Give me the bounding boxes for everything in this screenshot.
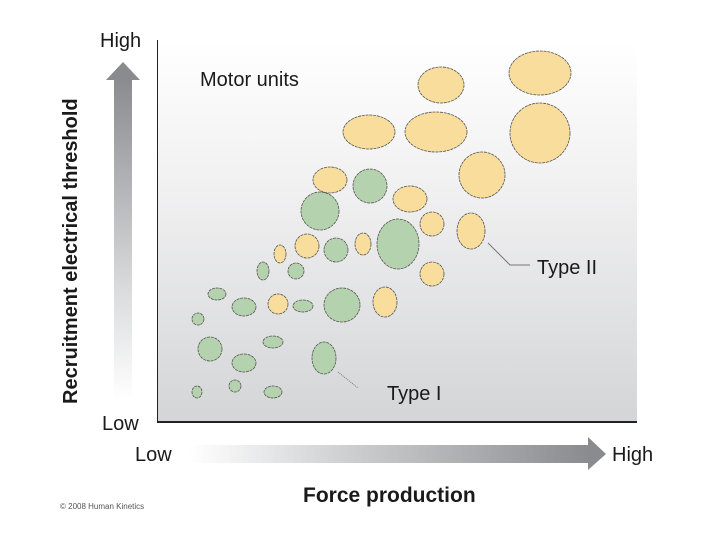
type-i-motor-unit bbox=[231, 297, 257, 317]
copyright-text: © 2008 Human Kinetics bbox=[60, 502, 145, 511]
type-i-motor-unit bbox=[311, 341, 337, 375]
type-i-motor-unit bbox=[352, 168, 388, 204]
x-axis-arrow-icon bbox=[190, 437, 606, 470]
type-ii-motor-unit bbox=[509, 102, 571, 164]
type-i-motor-unit bbox=[191, 385, 203, 399]
y-high-label: High bbox=[100, 30, 142, 52]
type-ii-motor-unit bbox=[342, 114, 396, 150]
type-ii-motor-unit bbox=[294, 233, 320, 259]
type-ii-motor-unit bbox=[354, 232, 372, 256]
type-ii-leader-line bbox=[487, 242, 530, 266]
motor-unit-ellipses bbox=[191, 50, 572, 399]
type-ii-motor-unit bbox=[404, 111, 468, 153]
motor-units-label: Motor units bbox=[200, 69, 299, 91]
type-i-motor-unit bbox=[263, 385, 283, 399]
type-i-leader-line bbox=[337, 371, 359, 389]
type-ii-label: Type II bbox=[537, 257, 598, 279]
type-i-motor-unit bbox=[197, 336, 223, 362]
type-ii-motor-unit bbox=[267, 293, 289, 315]
type-ii-motor-unit bbox=[508, 50, 572, 96]
type-i-motor-unit bbox=[287, 262, 305, 280]
y-axis-title: Recruitment electrical threshold bbox=[60, 98, 82, 404]
y-low-label: Low bbox=[102, 413, 139, 435]
type-ii-motor-unit bbox=[419, 261, 445, 287]
type-i-motor-unit bbox=[207, 287, 227, 301]
y-axis-arrow-icon bbox=[106, 62, 140, 400]
type-i-motor-unit bbox=[323, 237, 349, 263]
type-i-motor-unit bbox=[300, 191, 340, 231]
type-ii-motor-unit bbox=[419, 211, 445, 237]
type-ii-motor-unit bbox=[312, 166, 348, 194]
type-ii-motor-unit bbox=[417, 66, 465, 104]
type-i-motor-unit bbox=[191, 312, 205, 326]
type-i-motor-unit bbox=[262, 335, 284, 349]
type-ii-motor-unit bbox=[372, 286, 398, 318]
x-low-label: Low bbox=[135, 444, 172, 466]
type-i-motor-unit bbox=[292, 299, 314, 313]
type-ii-motor-unit bbox=[273, 244, 287, 264]
type-ii-motor-unit bbox=[392, 185, 428, 213]
type-ii-motor-unit bbox=[458, 151, 506, 199]
type-i-motor-unit bbox=[323, 287, 361, 323]
type-i-motor-unit bbox=[228, 379, 242, 393]
type-i-motor-unit bbox=[376, 218, 420, 270]
x-axis-title: Force production bbox=[303, 484, 476, 507]
x-high-label: High bbox=[612, 444, 654, 466]
type-i-label: Type I bbox=[387, 383, 442, 405]
type-ii-motor-unit bbox=[456, 212, 486, 250]
type-i-motor-unit bbox=[231, 353, 257, 373]
type-i-motor-unit bbox=[256, 261, 270, 281]
